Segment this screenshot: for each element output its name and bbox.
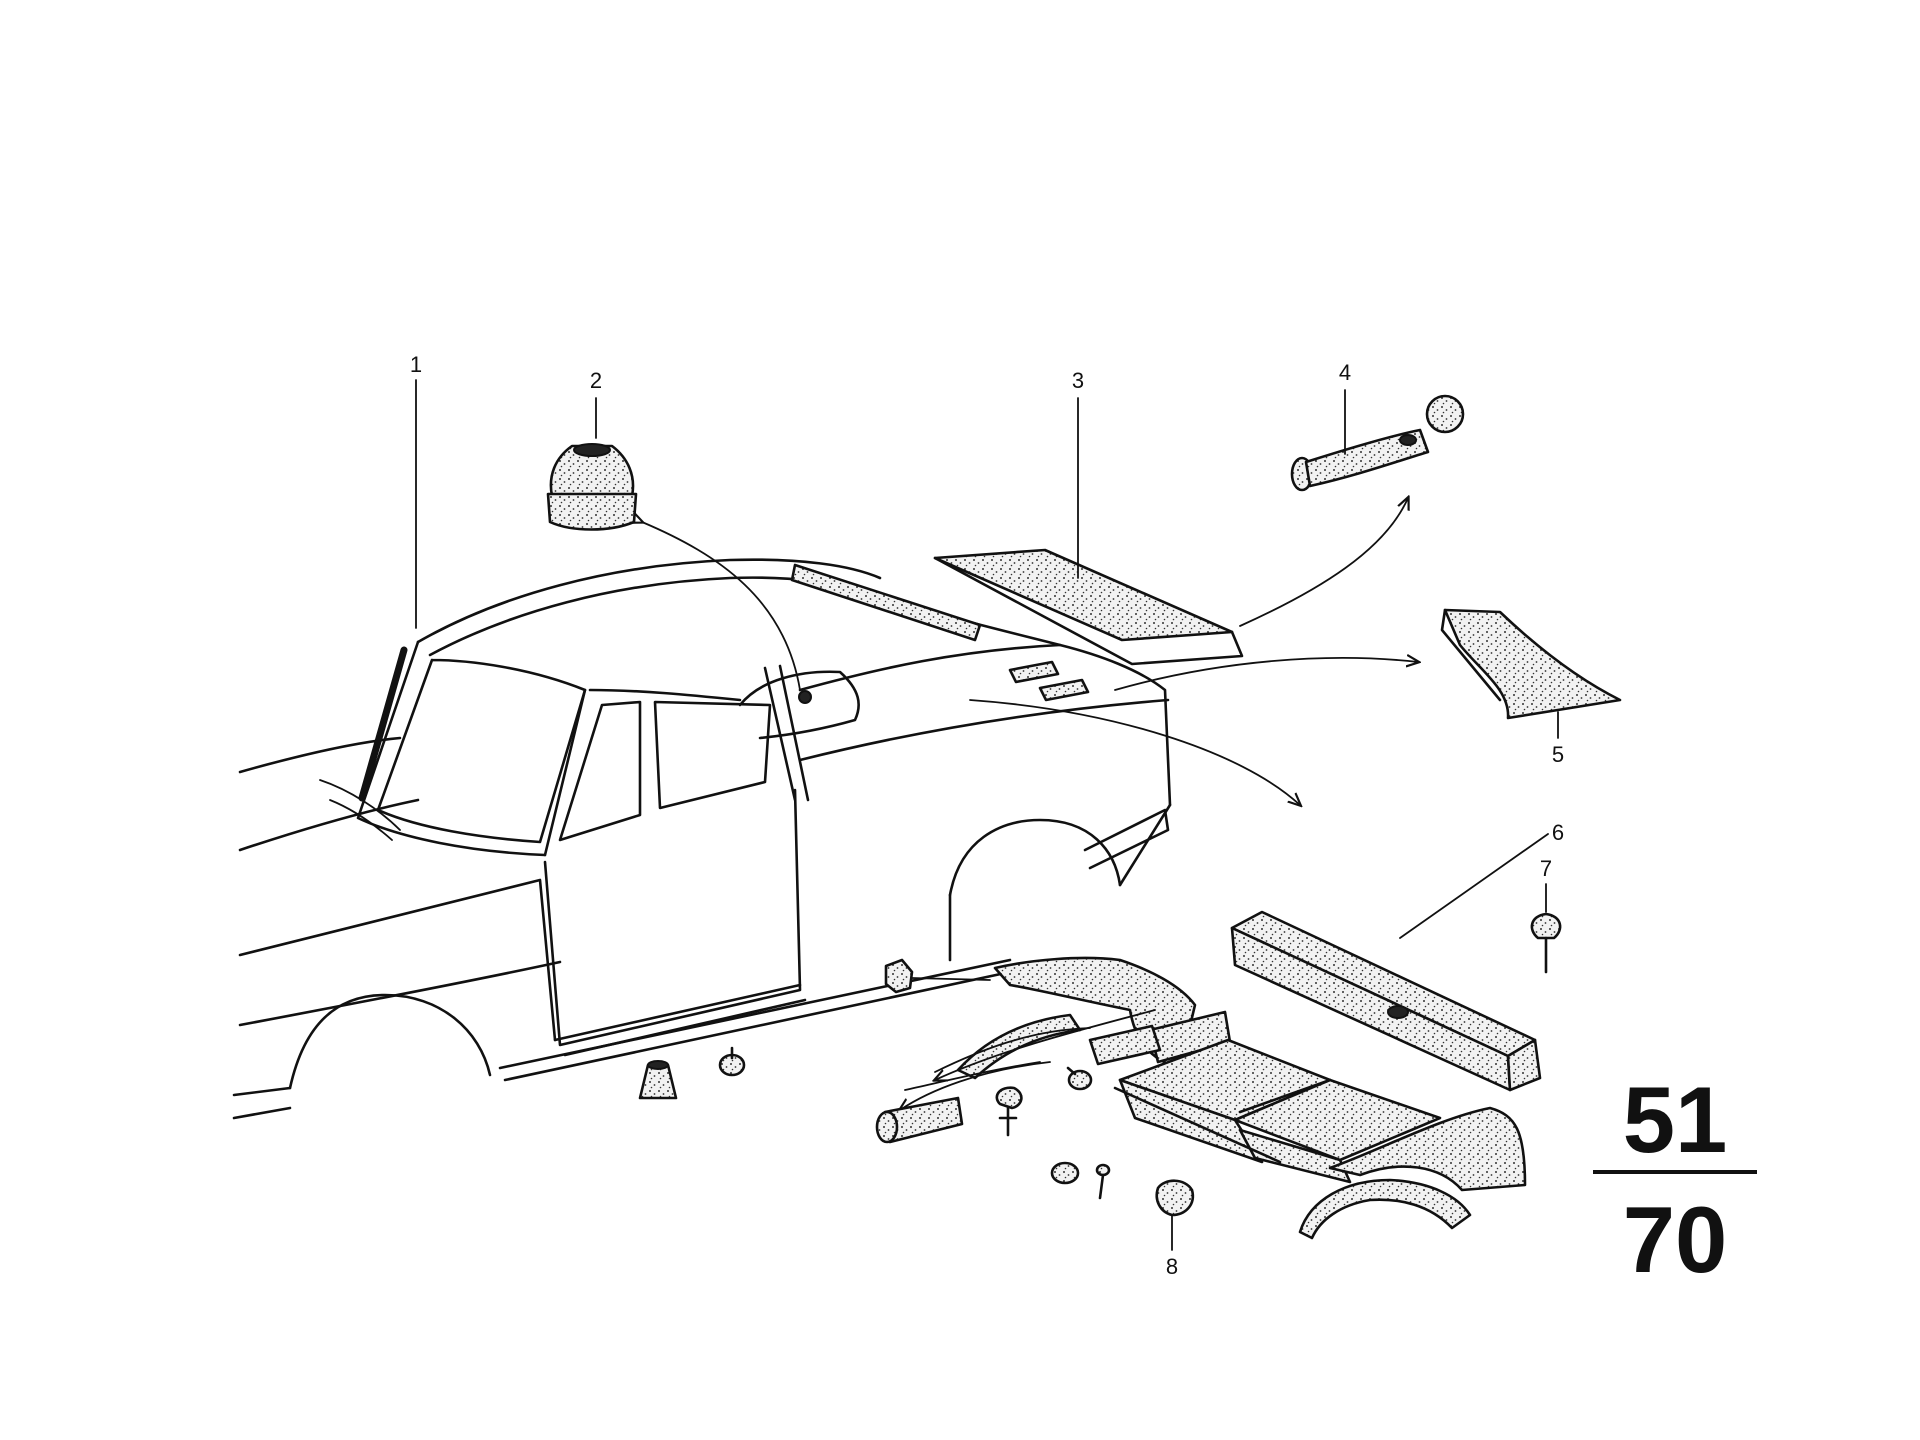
screw-floor (1066, 1066, 1093, 1091)
leader-line-6 (1399, 833, 1549, 939)
callout-4: 4 (1339, 360, 1351, 385)
part-7-clip (1530, 912, 1562, 974)
arrow-2 (642, 522, 801, 691)
part-5-corner-panel (1440, 608, 1622, 720)
arrow-front-arch (935, 1009, 1156, 1080)
part-6-crossmember (1230, 910, 1542, 1092)
screw-body (718, 1046, 746, 1077)
roof-drip-strip (790, 563, 982, 642)
arrow-5 (1114, 658, 1418, 691)
callout-1: 1 (410, 352, 422, 377)
trunk-lid-vents (1008, 660, 1090, 702)
sealing-strip-roll (875, 1096, 964, 1144)
callout-8: 8 (1166, 1254, 1178, 1279)
group-number-top: 51 (1623, 1067, 1728, 1172)
part-1-windshield-seal (358, 646, 408, 802)
callout-3: 3 (1072, 368, 1084, 393)
group-number-bottom: 70 (1623, 1187, 1728, 1292)
expanding-clip (995, 1086, 1023, 1137)
callout-2: 2 (590, 368, 602, 393)
grommet-front-wheelhouse (884, 958, 991, 994)
callout-5: 5 (1552, 742, 1564, 767)
cap-location-dot (798, 690, 812, 704)
part-3-parcel-shelf (933, 548, 1244, 666)
part-4-hinge-arm (1290, 394, 1465, 492)
arrow-3 (1239, 498, 1408, 627)
callout-6: 6 (1552, 820, 1564, 845)
part-8-plug (1155, 1179, 1195, 1217)
rubber-buffer (638, 1060, 678, 1100)
callout-7: 7 (1540, 856, 1552, 881)
front-wheelhouse-panel (934, 956, 1197, 1080)
arrow-trunk-seal (969, 699, 1300, 805)
rear-wheelhouse-panel (1298, 1106, 1527, 1240)
part-2-rubber-cap (546, 443, 638, 531)
rubber-plug-small (1050, 1161, 1080, 1185)
self-tapping-screw (1095, 1163, 1111, 1200)
floor-panel (1113, 1038, 1442, 1184)
